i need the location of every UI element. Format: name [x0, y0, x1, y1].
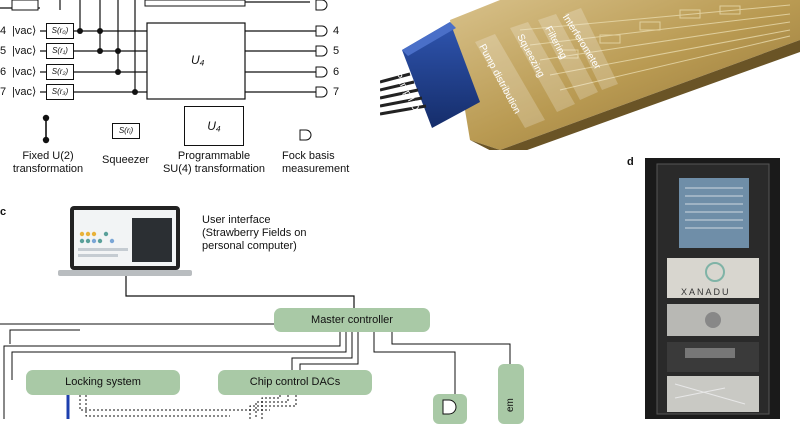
vacuum-state: |vac⟩ — [12, 66, 37, 79]
fixed-u2-icon — [42, 114, 50, 144]
unitary-label: U₄ — [191, 53, 205, 67]
panel-d-letter: d — [627, 156, 634, 168]
output-index-6: 6 — [333, 66, 340, 78]
control-lines — [0, 276, 511, 419]
mode-index-6: 6 — [0, 66, 7, 78]
chip-illustration — [379, 0, 800, 158]
mode-index-7: 7 — [0, 86, 7, 98]
legend-squeezer-box: S(rᵢ) — [112, 123, 140, 139]
partial-system-label: em — [505, 398, 516, 412]
rack-illustration — [656, 163, 770, 415]
unitary-box — [146, 22, 246, 100]
vacuum-state: |vac⟩ — [12, 25, 37, 38]
legend-programmable-label: Programmable SU(4) transformation — [162, 150, 266, 175]
locking-system-box: Locking system — [26, 370, 180, 395]
partial-system-box: em — [498, 364, 524, 424]
detector-box — [433, 394, 467, 424]
output-index-4: 4 — [333, 25, 340, 37]
legend-squeezer-label: Squeezer — [102, 154, 150, 166]
squeezer-box: S(r₂) — [46, 64, 74, 80]
legend-fixed-label: Fixed U(2) transformation — [12, 150, 84, 175]
rack-brand-label: XANADU — [681, 287, 731, 297]
panel-c-letter: c — [0, 206, 7, 218]
legend-measurement-label: Fock basis measurement — [282, 150, 350, 175]
server-rack-photo: XANADU — [645, 158, 780, 419]
legend-programmable-symbol: U₄ — [207, 119, 221, 133]
laptop-icon — [58, 206, 192, 276]
squeezer-box: S(r₁) — [46, 43, 74, 59]
squeezer-box: S(r₃) — [46, 84, 74, 100]
master-controller-box: Master controller — [274, 308, 430, 332]
panel-b-chip-photo: Pump I/O Pump distribution Squeezing Fil… — [379, 0, 800, 158]
output-index-7: 7 — [333, 86, 340, 98]
vacuum-state: |vac⟩ — [12, 86, 37, 99]
detector-icon — [442, 399, 457, 415]
mode-index-4: 4 — [0, 25, 7, 37]
output-index-5: 5 — [333, 45, 340, 57]
chip-control-dacs-box: Chip control DACs — [218, 370, 372, 395]
detector-icon — [299, 129, 312, 141]
legend-programmable-box: U₄ — [184, 106, 244, 146]
mode-index-5: 5 — [0, 45, 7, 57]
squeezer-box: S(r₀) — [46, 23, 74, 39]
user-interface-label: User interface (Strawberry Fields on per… — [202, 214, 307, 252]
pump-io-block — [402, 22, 480, 128]
vacuum-state: |vac⟩ — [12, 45, 37, 58]
circuit-diagram — [0, 0, 328, 100]
